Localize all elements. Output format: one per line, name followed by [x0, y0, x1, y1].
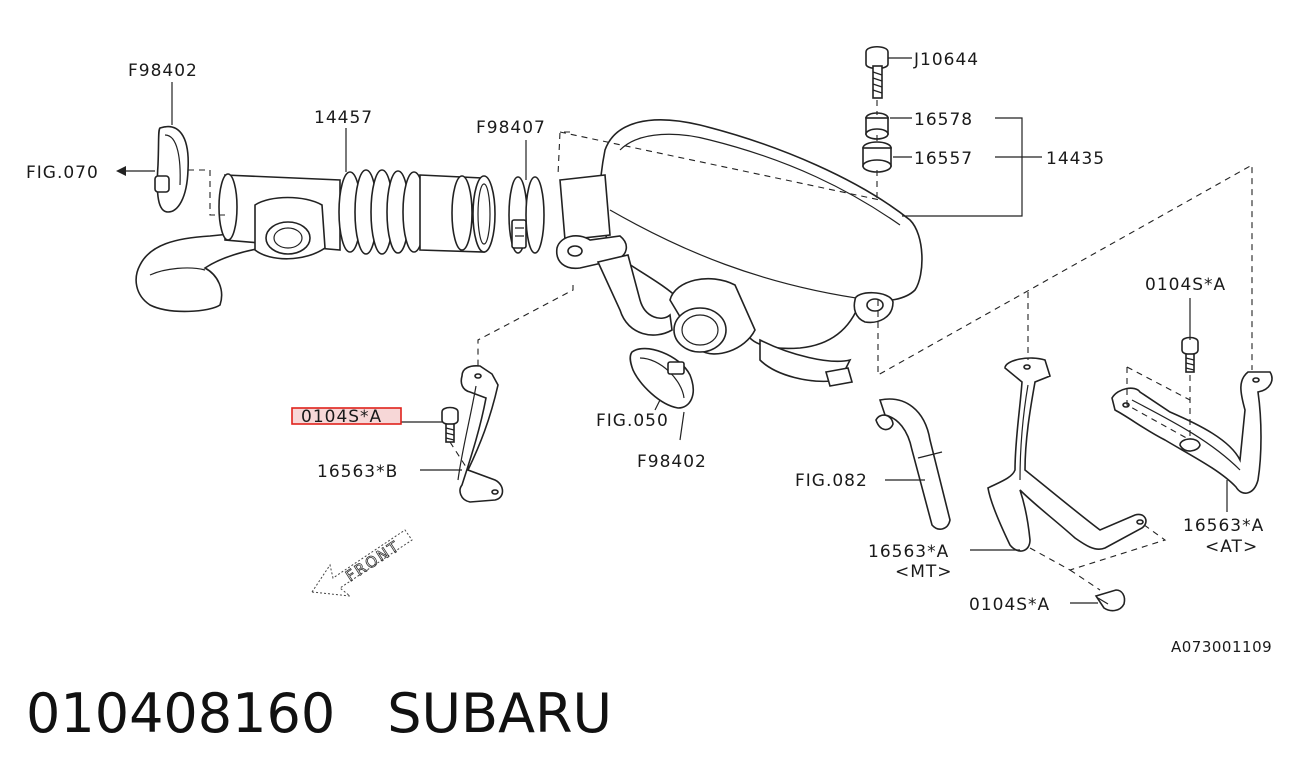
highlight-box — [291, 407, 402, 425]
bracket-16563b — [457, 365, 504, 503]
bolt-0104sa-right — [1181, 336, 1199, 373]
label-16578: 16578 — [914, 110, 973, 130]
label-j10644: J10644 — [913, 50, 979, 70]
reference-code: A073001109 — [1171, 638, 1272, 656]
brand-name: SUBARU — [387, 682, 613, 745]
front-arrow-icon — [311, 529, 413, 597]
fig070-arrow-icon — [116, 166, 155, 176]
grommet-16578 — [865, 112, 889, 140]
label-f98402-bottom: F98402 — [637, 452, 707, 472]
bracket-16563a-mt — [987, 357, 1147, 552]
dashed-guide-lines — [449, 100, 1253, 591]
label-16563b: 16563*B — [317, 462, 398, 482]
bolt-0104sa-left — [441, 406, 459, 443]
label-14435: 14435 — [1046, 149, 1105, 169]
label-16563a-at: 16563*A — [1183, 516, 1264, 536]
caption: 010408160 SUBARU — [26, 682, 612, 745]
label-f98407: F98407 — [476, 118, 546, 138]
label-16563a-mt: 16563*A — [868, 542, 949, 562]
label-0104sa-bottom: 0104S*A — [969, 595, 1050, 615]
label-mt: <MT> — [895, 562, 953, 582]
bracket-16563a-at — [1111, 371, 1273, 494]
label-fig050: FIG.050 — [596, 411, 669, 431]
bolt-j10644 — [865, 45, 889, 99]
leader-lines — [171, 57, 1228, 604]
label-f98402-top: F98402 — [128, 61, 198, 81]
label-at: <AT> — [1205, 537, 1258, 557]
bolt-0104sa-bottom — [1094, 589, 1126, 612]
hose-clamp-f98402-bottom — [629, 347, 694, 409]
label-fig082: FIG.082 — [795, 471, 868, 491]
label-fig070: FIG.070 — [26, 163, 99, 183]
hose-fig082 — [875, 398, 951, 530]
label-0104sa-right: 0104S*A — [1145, 275, 1226, 295]
intake-duct-14457 — [135, 169, 496, 313]
hose-clamp-f98402-top — [154, 125, 225, 216]
label-14457: 14457 — [314, 108, 373, 128]
hose-clamp-f98407 — [508, 176, 545, 254]
label-0104sa-highlighted[interactable]: 0104S*A — [301, 407, 382, 427]
part-number: 010408160 — [26, 682, 336, 745]
air-cleaner-case-14435 — [555, 119, 923, 387]
label-front: FRONT — [342, 537, 403, 585]
label-16557: 16557 — [914, 149, 973, 169]
cushion-16557 — [862, 141, 892, 173]
